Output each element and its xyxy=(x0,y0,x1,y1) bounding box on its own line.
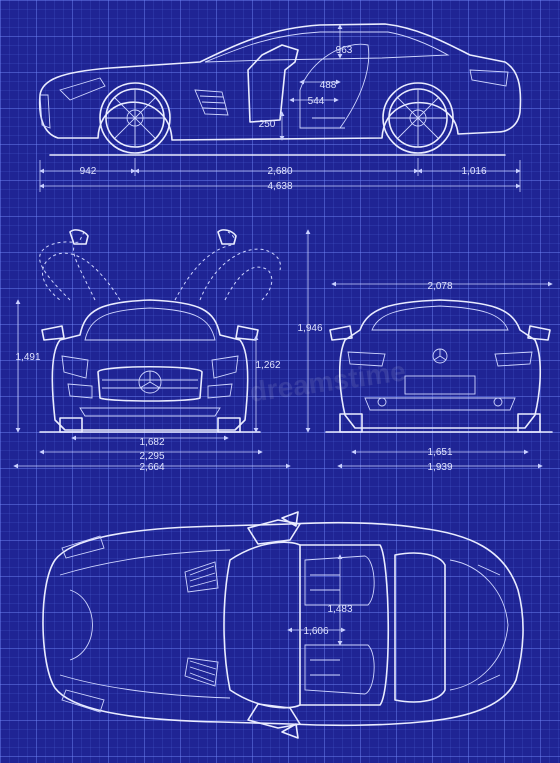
dim-width-doors-open: 2,295 xyxy=(139,451,164,462)
dim-front-height: 1,491 xyxy=(15,352,40,363)
dim-seat-height: 488 xyxy=(320,80,337,91)
dim-front-overhang: 942 xyxy=(80,166,97,177)
dim-wheelbase: 2,680 xyxy=(267,166,292,177)
rear-view: 2,078 1,651 1,939 xyxy=(325,281,553,473)
dim-overall-length: 4,638 xyxy=(267,181,292,192)
dim-height-doors-open: 1,946 xyxy=(297,323,322,334)
dim-rear-overhang: 1,016 xyxy=(461,166,486,177)
top-view: 1,483 1,606 xyxy=(42,511,524,739)
dim-roof-height: 963 xyxy=(336,45,353,56)
dim-cabin-length: 1,483 xyxy=(327,604,352,615)
dim-width-mirrors: 2,664 xyxy=(139,462,164,473)
dim-seat-depth: 544 xyxy=(308,96,325,107)
side-view: 963 488 544 250 942 2,680 1,016 4,638 xyxy=(38,23,522,192)
dim-front-track: 1,682 xyxy=(139,437,164,448)
front-view: 1,491 1,946 1,262 1,682 2,295 2,664 xyxy=(13,229,323,473)
dim-rear-width-open: 2,078 xyxy=(427,281,452,292)
dim-rear-track: 1,651 xyxy=(427,447,452,458)
dim-cabin-width: 1,606 xyxy=(303,626,328,637)
dim-rear-width-mirrors: 1,939 xyxy=(427,462,452,473)
dim-ground-clearance: 250 xyxy=(259,119,276,130)
dim-mirror-height: 1,262 xyxy=(255,360,280,371)
